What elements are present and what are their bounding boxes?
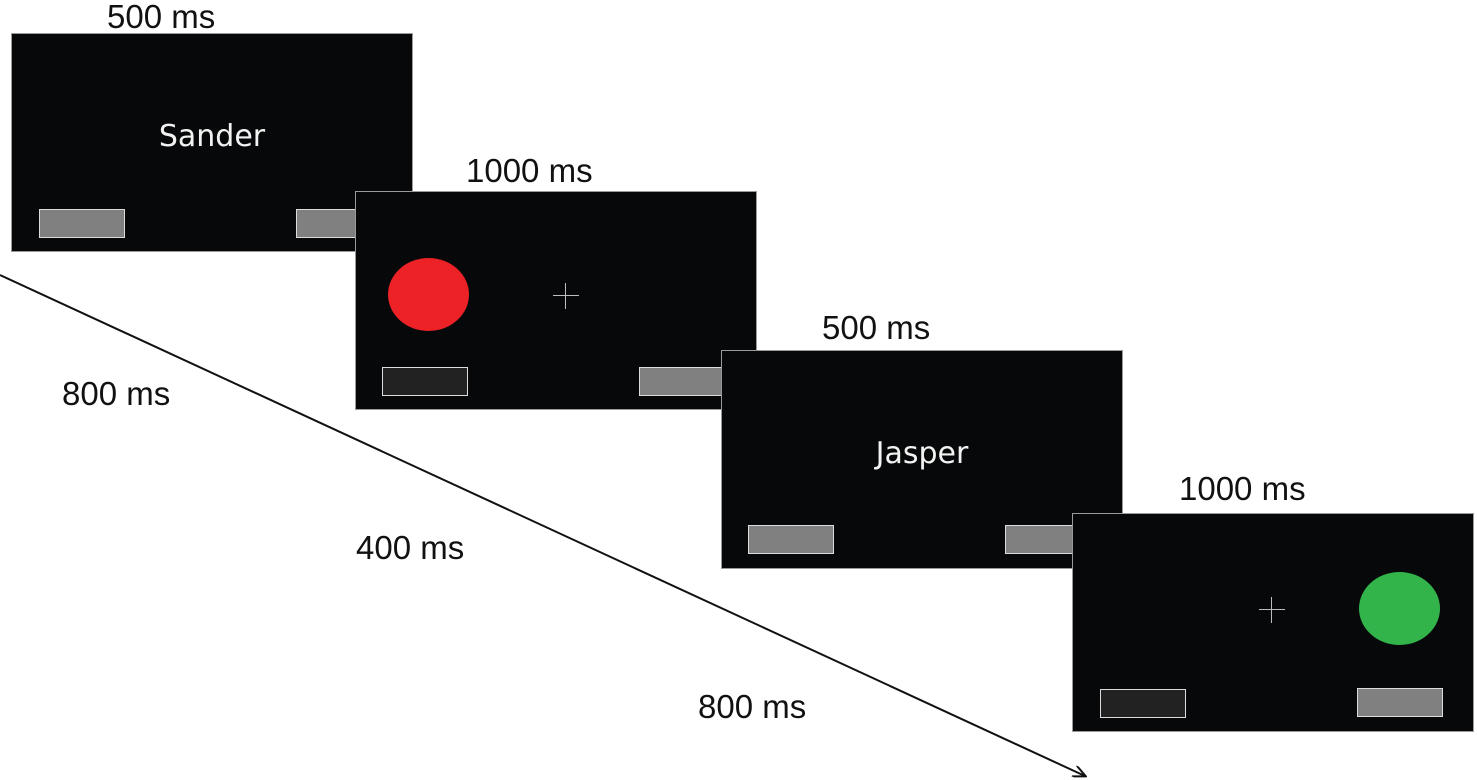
screen-2-left-key xyxy=(382,367,468,396)
screen-4-right-key xyxy=(1357,688,1443,717)
screen-2-fixation-cross xyxy=(553,283,579,309)
interval-1-label: 800 ms xyxy=(62,375,171,412)
screen-1-duration: 500 ms xyxy=(107,0,216,35)
screen-4-fixation-cross xyxy=(1259,597,1285,623)
screen-2-red-circle xyxy=(388,258,469,331)
screen-3-name-display: Jasper xyxy=(721,350,1123,569)
screen-4-green-circle xyxy=(1359,572,1440,645)
interval-3-label: 800 ms xyxy=(698,688,807,725)
screen-4-stimulus-display xyxy=(1072,513,1474,732)
screen-1-left-key xyxy=(39,209,125,238)
screen-2-right-key xyxy=(639,367,725,396)
screen-3-duration: 500 ms xyxy=(822,309,931,346)
screen-1-name: Sander xyxy=(158,119,266,154)
interval-2-label: 400 ms xyxy=(356,529,465,566)
screen-3-name: Jasper xyxy=(875,436,969,471)
screen-2-duration: 1000 ms xyxy=(466,152,593,189)
screen-2-stimulus-display xyxy=(355,191,757,410)
screen-4-duration: 1000 ms xyxy=(1179,470,1306,507)
screen-1-name-display: Sander xyxy=(11,33,413,252)
screen-4-left-key xyxy=(1100,689,1186,718)
screen-3-left-key xyxy=(748,525,834,554)
